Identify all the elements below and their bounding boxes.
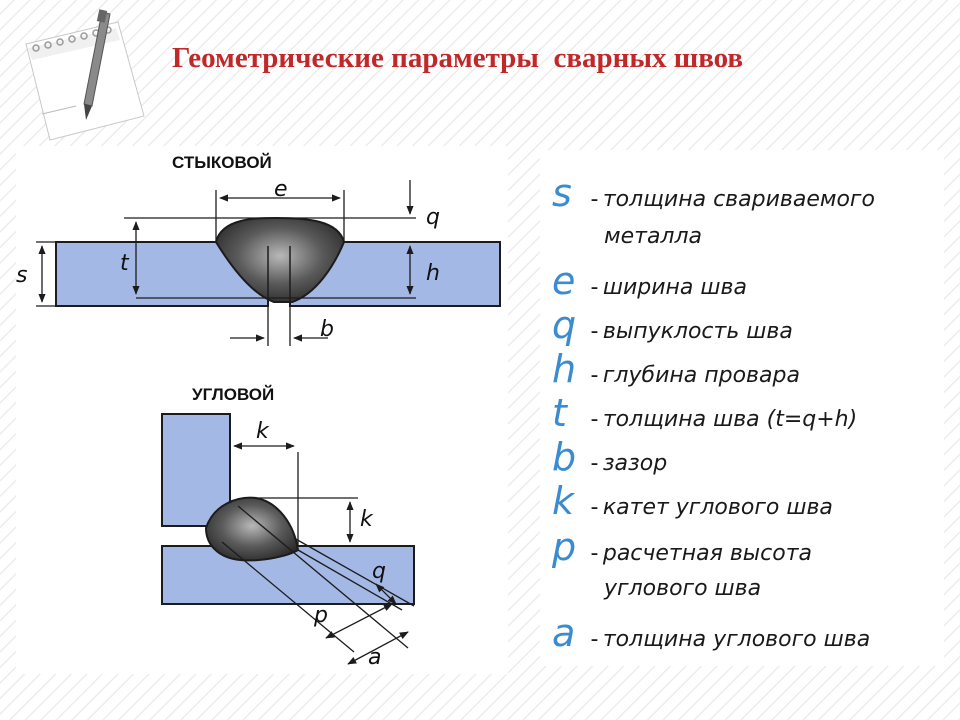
fillet-plate-vertical: [161, 413, 231, 527]
legend-text: расчетная высота: [602, 541, 813, 566]
legend-symbol: p: [552, 525, 577, 569]
legend-item-q: q - выпуклость шва: [552, 303, 793, 347]
fillet-joint: [161, 413, 415, 605]
label-k-side: k: [360, 507, 374, 532]
legend-symbol: k: [552, 479, 575, 523]
notepad-pen-icon: [25, 9, 145, 141]
label-a: a: [368, 645, 381, 670]
legend-item-t: t - толщина шва (t=q+h): [552, 391, 858, 435]
fillet-weld-bead: [204, 496, 300, 562]
weld-diagram: СТЫКОВОЙ e q s: [16, 153, 501, 670]
label-h: h: [426, 261, 440, 286]
legend-symbol: e: [552, 259, 576, 303]
legend-symbol: t: [552, 391, 567, 435]
butt-joint: [55, 216, 501, 307]
legend-text: катет углового шва: [602, 495, 833, 520]
label-q-fillet: q: [372, 559, 386, 584]
diagram-panel: СТЫКОВОЙ e q s: [16, 146, 508, 674]
butt-dimensions: [36, 180, 420, 346]
fillet-heading: УГЛОВОЙ: [192, 385, 274, 404]
legend-item-p-cont: углового шва: [604, 576, 762, 601]
label-k-top: k: [256, 419, 270, 444]
label-t: t: [120, 251, 130, 276]
label-p: p: [313, 603, 328, 628]
legend-item-k: k - катет углового шва: [552, 479, 833, 523]
label-e: e: [274, 177, 288, 202]
legend-text: ширина шва: [602, 275, 747, 300]
legend-item-s: s - толщина свариваемого: [552, 171, 875, 215]
legend-panel: s - толщина свариваемого металла e - шир…: [540, 150, 944, 666]
fillet-dimensions: [221, 414, 415, 665]
legend-text: глубина провара: [602, 363, 800, 388]
legend-item-s-cont: металла: [604, 224, 703, 249]
fillet-plate-bottom: [161, 545, 415, 605]
legend-item-a: a - толщина углового шва: [552, 611, 871, 655]
slide-title: Геометрические параметры сварных швов: [172, 42, 744, 74]
legend-symbol: q: [552, 303, 577, 347]
legend-item-e: e - ширина шва: [552, 259, 747, 303]
legend-text: толщина шва (t=q+h): [602, 407, 858, 432]
legend-text: зазор: [602, 451, 668, 476]
legend-symbol: h: [552, 347, 577, 391]
label-q: q: [426, 205, 440, 230]
legend-item-b: b - зазор: [552, 435, 668, 479]
legend-list: s - толщина свариваемого металла e - шир…: [540, 150, 944, 666]
legend-text: выпуклость шва: [602, 319, 793, 344]
legend-item-p: p - расчетная высота: [552, 525, 813, 569]
label-b: b: [320, 317, 334, 342]
legend-text: толщина углового шва: [602, 627, 871, 652]
label-s: s: [16, 263, 27, 288]
legend-symbol: b: [552, 435, 577, 479]
legend-symbol: s: [552, 171, 572, 215]
butt-heading: СТЫКОВОЙ: [172, 153, 272, 172]
legend-item-h: h - глубина провара: [552, 347, 800, 391]
legend-symbol: a: [552, 611, 576, 655]
legend-text: толщина свариваемого: [602, 187, 875, 212]
